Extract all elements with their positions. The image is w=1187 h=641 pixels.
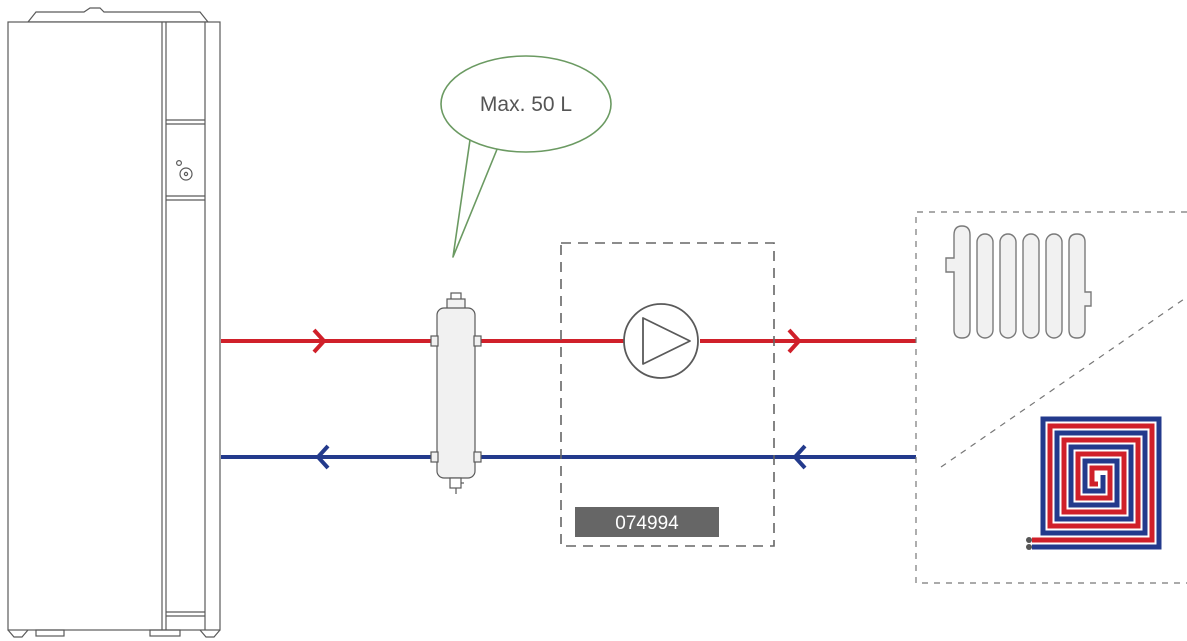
return-arrow bbox=[315, 444, 807, 470]
article-code-badge bbox=[575, 507, 719, 537]
flow-arrow bbox=[312, 328, 802, 354]
buffer-tank-icon bbox=[430, 292, 482, 494]
emitter-frame bbox=[915, 211, 1187, 584]
underfloor-heating-icon bbox=[1026, 416, 1162, 550]
circulation-pump-icon bbox=[623, 303, 699, 379]
heat-pump-cabinet-icon bbox=[7, 7, 221, 638]
volume-limit-label: Max. 50 L bbox=[480, 93, 572, 116]
pump-group-frame bbox=[560, 242, 775, 547]
volume-callout: Max. 50 L bbox=[440, 55, 612, 258]
article-code-label: 074994 bbox=[615, 513, 679, 534]
radiator-icon bbox=[945, 225, 1092, 339]
